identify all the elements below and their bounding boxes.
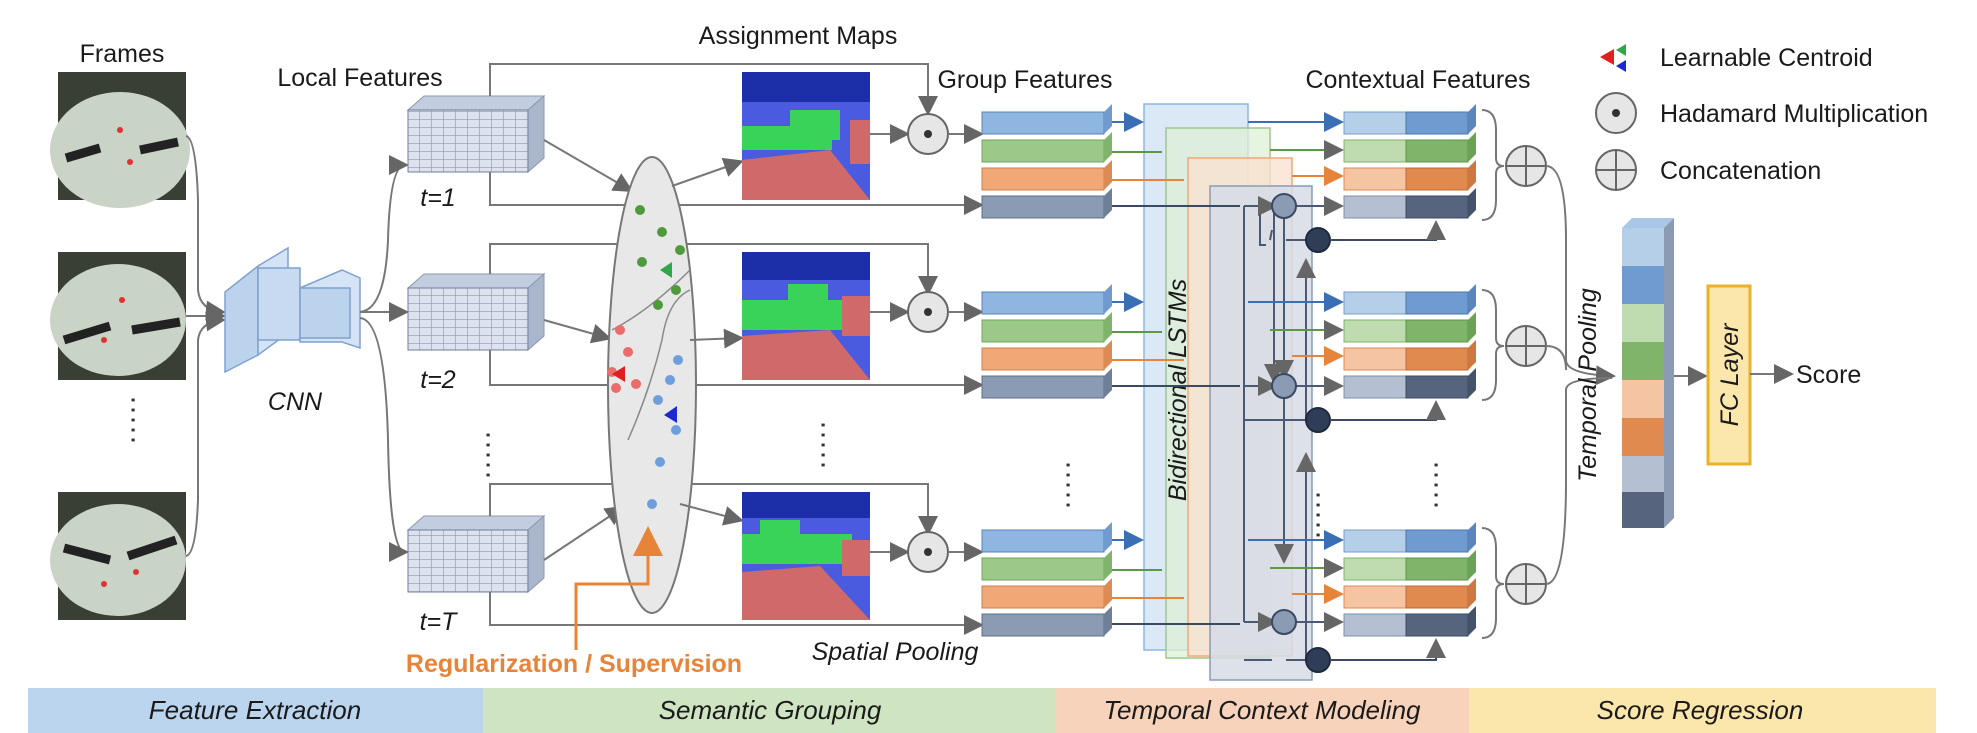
legend: Learnable Centroid Hadamard Multiplicati… [1595,44,1928,191]
concat-op-1 [1505,145,1547,187]
assignment-maps-label: Assignment Maps [699,22,898,50]
stage-temporal-context [1056,688,1469,733]
stage-temporal-context-label: Temporal Context Modeling [1104,695,1422,725]
fc-layer-label: FC Layer [1716,322,1744,426]
lstm-io-arrows [1112,112,1446,661]
hadamard-op-T [907,531,949,573]
spatial-pooling-label: Spatial Pooling [812,638,979,666]
legend-concat-label: Concatenation [1660,157,1821,185]
stage-feature-extraction [28,688,483,733]
frames-label: Frames [80,40,165,68]
stage-bar: Feature Extraction Semantic Grouping Tem… [28,688,1936,733]
assignment-map-2 [742,252,870,380]
frame-T [50,492,186,620]
learnable-centroid-icon [1600,49,1614,65]
hadamard-icon [1595,92,1637,134]
concatenation-icon [1595,149,1637,191]
assignment-map-1 [742,72,870,200]
concat-braces [1481,109,1505,639]
lstm-forward-cells [1271,193,1297,635]
stage-score-regression-label: Score Regression [1597,695,1804,725]
concat-op-2 [1505,325,1547,367]
lstm-ellipsis: ····· [1303,490,1336,540]
local-feature-t2 [406,272,546,352]
assignment-map-T [742,492,870,620]
legend-centroid-label: Learnable Centroid [1660,44,1873,72]
stage-score-regression [1469,688,1936,733]
frames-ellipsis: ····· [118,395,151,445]
cnn-block [224,246,361,374]
frame-2 [50,252,186,380]
contextual-ellipsis: ····· [1421,460,1454,510]
contextual-features-label: Contextual Features [1305,66,1530,94]
group-features-label: Group Features [937,66,1112,94]
temporal-pooled-vector [1622,218,1674,528]
tT-label: t=T [420,608,459,636]
group-features-tT [981,522,1112,637]
lstm-cells [1243,196,1330,661]
concat-to-pooling-lines [1545,165,1616,585]
concat-op-T [1505,563,1547,605]
stage-semantic-grouping [483,688,1056,733]
contextual-features-t2 [1343,284,1476,399]
stage-feature-extraction-label: Feature Extraction [149,695,361,725]
frame-1 [50,72,190,208]
bilstm-block [1143,103,1313,681]
semantic-grouping-ellipse [607,156,697,614]
cnn-label: CNN [268,388,323,416]
score-label: Score [1796,361,1861,389]
regularization-label: Regularization / Supervision [406,650,742,678]
contextual-features-t1 [1343,104,1476,219]
fc-layer-box [1706,284,1752,466]
local-features-ellipsis: ····· [473,430,506,480]
maps-ellipsis: ····· [808,420,841,470]
contextual-features-tT [1343,522,1476,637]
hadamard-op-2 [907,291,949,333]
legend-hadamard-label: Hadamard Multiplication [1660,100,1928,128]
t1-label: t=1 [420,184,455,212]
local-features-label: Local Features [277,64,442,92]
group-features-t2 [981,284,1112,399]
temporal-pooling-label: Temporal Pooling [1574,288,1602,482]
t2-label: t=2 [420,366,456,394]
hadamard-op-1 [907,113,949,155]
local-feature-tT [406,514,546,594]
group-features-ellipsis: ····· [1053,460,1086,510]
bilstm-label: Bidirectional LSTMs [1164,279,1192,501]
local-feature-t1 [406,94,546,174]
group-features-t1 [981,104,1112,219]
stage-semantic-grouping-label: Semantic Grouping [659,695,882,725]
